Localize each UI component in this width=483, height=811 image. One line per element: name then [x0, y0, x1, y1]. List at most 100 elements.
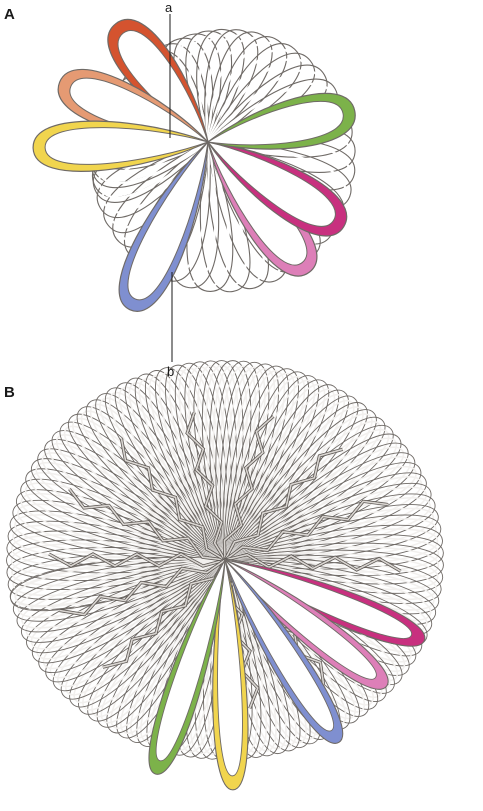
panel-b-loop-inner: [178, 367, 228, 563]
panel-b-figure: [6, 360, 444, 791]
panel-b-loop: [45, 559, 227, 683]
panel-b-loop: [104, 387, 226, 562]
panel-b-loop: [144, 370, 226, 562]
panel-b-vessel-core: [102, 559, 226, 668]
panel-a-loop: [196, 29, 245, 144]
panel-b-loop-inner: [221, 507, 435, 562]
panel-b-loop-inner: [197, 365, 234, 563]
panel-b-loop-inner: [25, 558, 228, 640]
panel-a-green-loop-hole: [206, 100, 344, 146]
panel-b-loop: [16, 559, 227, 633]
panel-a-loop: [207, 36, 288, 143]
panel-b-loop-inner: [222, 486, 427, 561]
panel-b-blue-loop-hole: [224, 559, 334, 732]
panel-b-loop: [223, 462, 422, 561]
panel-b-vessel-core: [48, 553, 226, 567]
panel-a-label: A: [4, 6, 15, 23]
panel-b-loop-inner: [221, 537, 440, 573]
panel-b-loop: [95, 393, 226, 562]
panel-b-loop-inner: [11, 534, 229, 571]
panel-b-loop-inner: [17, 559, 228, 618]
panel-b-loop: [85, 399, 226, 562]
panel-b-loop: [155, 367, 226, 562]
panel-b-loop-inner: [17, 503, 229, 561]
panel-b-vessel-core: [120, 438, 226, 561]
panel-b-vessel-core: [186, 412, 226, 561]
panel-b-loop: [223, 504, 439, 563]
panel-b-loop: [224, 379, 330, 562]
panel-b-yellow-loop-hole: [217, 559, 243, 777]
panel-b-loop-inner: [12, 524, 229, 566]
panel-b-loop: [223, 433, 402, 561]
panel-b-vessel-core: [68, 488, 226, 561]
panel-b-loop-inner: [222, 465, 417, 562]
panel-b-green-loop-hole: [155, 559, 226, 762]
panel-b-loop: [224, 368, 299, 562]
panel-b-vessel-core: [224, 500, 389, 561]
panel-b-loop-inner: [222, 476, 422, 562]
panel-b-loop: [223, 514, 442, 565]
panel-b-loop-inner: [10, 542, 229, 578]
panel-b-loop-inner: [30, 558, 228, 650]
panel-b-loop: [13, 558, 227, 622]
panel-b-pink-loop-hole: [224, 559, 377, 680]
panel-b-colored-loops: [148, 558, 426, 791]
panel-b-loop: [223, 482, 432, 561]
panel-b-loop-inner: [158, 371, 226, 563]
panel-b-loop: [20, 478, 227, 561]
panel-b-vessel-core: [224, 553, 402, 572]
panel-b-loop-inner: [221, 545, 440, 581]
panel-b-loop-inner: [188, 366, 230, 563]
panel-b-loop: [10, 556, 227, 612]
panel-b-vessel-core: [223, 415, 274, 561]
panel-b-loop-inner: [221, 366, 266, 563]
panel-b-loop: [76, 406, 227, 562]
panel-b-loop: [222, 363, 279, 562]
panel-b-label: B: [4, 384, 15, 401]
panel-b-vessel-core: [224, 448, 343, 561]
panel-b-loop-inner: [11, 550, 229, 587]
panel-b-loop: [224, 375, 320, 562]
panel-a-loop: [207, 31, 273, 144]
panel-a-colored-loops: [32, 18, 356, 312]
panel-b-loop: [219, 361, 270, 562]
panel-b-loop: [223, 534, 444, 577]
panel-a-loop-inner: [198, 34, 241, 145]
panel-b-loop: [114, 382, 226, 562]
panel-b-loop-inner: [21, 559, 228, 629]
panel-b-loop: [224, 365, 289, 562]
panel-b-loop: [26, 559, 227, 654]
callout-a-label: a: [165, 0, 173, 15]
callout-b-label: b: [167, 364, 175, 379]
panel-b-loop: [193, 360, 237, 562]
panel-b-loop-inner: [25, 482, 228, 562]
panel-b-loop-inner: [217, 365, 257, 563]
panel-b-loop: [165, 364, 227, 562]
panel-b-loop: [201, 360, 244, 562]
panel-a-figure: [32, 14, 356, 362]
panel-b-loop-inner: [30, 472, 228, 562]
panel-b-vessel-core: [59, 559, 226, 616]
panel-b-loop: [184, 361, 232, 562]
panel-b-loop-inner: [14, 514, 229, 563]
panel-b-loop-inner: [222, 497, 431, 561]
panel-a-blue-loop-hole: [127, 140, 209, 301]
panel-b-loop: [223, 493, 436, 561]
panel-b-loop: [21, 559, 227, 643]
panel-b-loop-inner: [223, 368, 276, 563]
panel-b-loop: [224, 384, 340, 562]
panel-b-loop-inner: [168, 369, 226, 563]
panel-b-loop: [215, 360, 260, 562]
panel-a-magenta-loop-hole: [206, 141, 336, 227]
panel-b-loop: [223, 472, 427, 561]
panel-b-loop: [12, 499, 227, 562]
panel-b-loop: [175, 362, 229, 562]
panel-b-loop-inner: [212, 364, 248, 563]
panel-a-loop: [204, 29, 259, 144]
panel-b-loop-inner: [49, 558, 228, 679]
panel-b-loop: [209, 360, 252, 562]
panel-a-yellow-loop-hole: [44, 127, 210, 165]
panel-b-loop: [224, 371, 310, 562]
panel-b-loop: [68, 413, 227, 561]
